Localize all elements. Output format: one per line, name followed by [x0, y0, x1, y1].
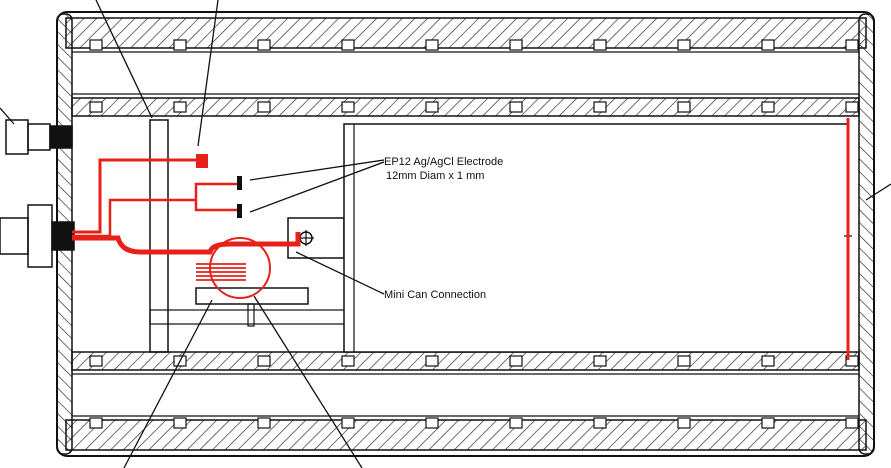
wall-tab [761, 417, 775, 429]
wall-tab [341, 417, 355, 429]
inner-top-wall [71, 97, 860, 117]
wall-tab [257, 101, 271, 113]
wall-tab [593, 39, 607, 51]
wall-tab [593, 101, 607, 113]
wall-tab [341, 355, 355, 367]
wall-tab [593, 355, 607, 367]
internal-bracket [149, 119, 351, 353]
wall-tab [593, 417, 607, 429]
wall-tab [761, 101, 775, 113]
wall-tab [173, 101, 187, 113]
wall-tab [257, 39, 271, 51]
inner-bottom-wall [71, 351, 860, 371]
wall-tab [845, 39, 859, 51]
wall-tab [341, 101, 355, 113]
electrode-lower [237, 204, 242, 218]
annotations: EP12 Ag/AgCl Electrode 12mm Diam x 1 mm … [384, 156, 503, 301]
wall-tab [173, 39, 187, 51]
electrode-upper [237, 176, 242, 190]
mini-can-label: Mini Can Connection [384, 289, 486, 301]
red-wiring [72, 154, 301, 299]
wall-tab [425, 355, 439, 367]
wall-tab [845, 355, 859, 367]
wall-tab [173, 417, 187, 429]
wall-tab [257, 417, 271, 429]
callout-circle [209, 237, 271, 299]
wall-tab [341, 39, 355, 51]
wall-tab [89, 355, 103, 367]
wall-tab [89, 101, 103, 113]
wall-tab [425, 417, 439, 429]
right-end-cap [858, 13, 875, 455]
bottom-wall [65, 419, 867, 451]
wall-tab [89, 39, 103, 51]
wall-tab [257, 355, 271, 367]
wall-tab [509, 39, 523, 51]
wall-tab [509, 101, 523, 113]
wall-tab [425, 101, 439, 113]
electrode-label: EP12 Ag/AgCl Electrode [384, 156, 503, 168]
lower-connector-nut [0, 217, 29, 255]
wall-tab [845, 101, 859, 113]
wall-tab [89, 417, 103, 429]
wall-tab [677, 101, 691, 113]
electrodes [237, 176, 242, 218]
wall-tab [677, 355, 691, 367]
upper-connector-nut [5, 119, 29, 155]
wall-tab [845, 417, 859, 429]
wall-tab [677, 39, 691, 51]
wall-tab [509, 355, 523, 367]
electrode-size-label: 12mm Diam x 1 mm [386, 170, 484, 182]
wall-tab [761, 355, 775, 367]
top-wall [65, 17, 867, 49]
wall-tab [677, 417, 691, 429]
wall-tab [509, 417, 523, 429]
wall-tab [761, 39, 775, 51]
mini-can-body [343, 118, 852, 360]
wall-tab [425, 39, 439, 51]
bracket-post [149, 119, 169, 353]
